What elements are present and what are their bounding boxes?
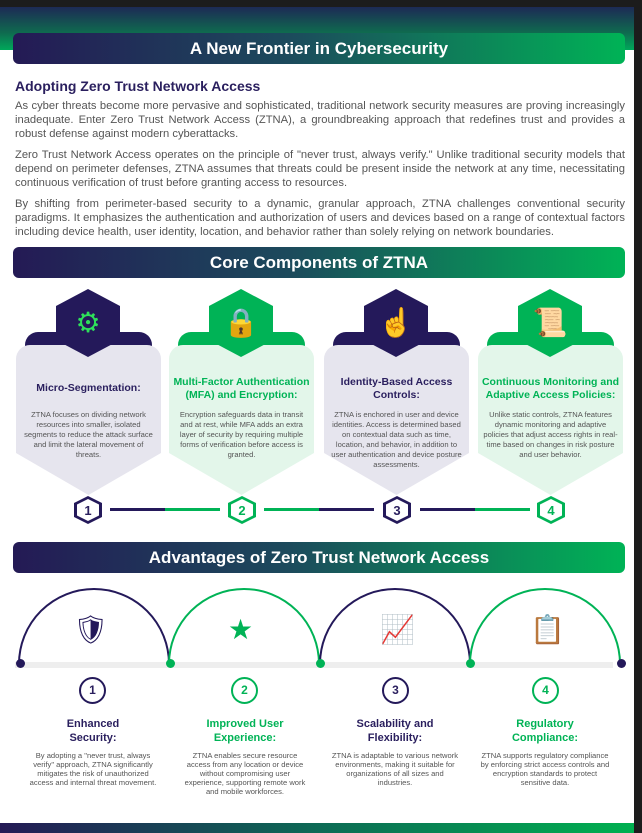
step-number: 3 [383,496,411,524]
step-number: 4 [537,496,565,524]
component-text: Encryption safeguards data in transit an… [179,410,304,459]
advantage-number: 4 [532,677,559,704]
intro-paragraph: Zero Trust Network Access operates on th… [15,149,625,189]
intro-text: As cyber threats become more pervasive a… [15,99,625,246]
user-rating-icon: ★ [228,614,254,645]
connector-line [319,508,374,511]
devices-lock-icon: 🔒 [209,289,273,357]
advantage-text: ZTNA enables secure resource access from… [184,751,306,796]
connector-line [110,508,165,511]
policy-scroll-icon: 📜 [518,289,582,357]
advantage-number: 3 [382,677,409,704]
intro-paragraph: By shifting from perimeter-based securit… [15,198,625,238]
fingerprint-lock-icon: ☝ [364,289,428,357]
intro-paragraph: As cyber threats become more pervasive a… [15,100,625,140]
page-title: A New Frontier in Cybersecurity [13,33,625,64]
advantage-text: ZTNA is adaptable to various network env… [331,751,459,787]
component-title: Identity-Based Access Controls: [340,376,453,401]
connector-line [264,508,319,511]
window-top-bar [0,0,642,7]
arc-dot [166,659,175,668]
component-title: Continuous Monitoring and Adaptive Acces… [481,376,620,401]
component-text: ZTNA is enchored in user and device iden… [331,410,462,469]
advantage-text: By adopting a "never trust, always verif… [29,751,157,787]
intro-heading: Adopting Zero Trust Network Access [15,78,261,94]
arc-dot [16,659,25,668]
advantage-title: Scalability and Flexibility: [356,718,434,744]
advantage-number: 1 [79,677,106,704]
baseline [15,662,613,668]
arc-dot [466,659,475,668]
network-users-icon: ⚙ [56,289,120,357]
components-title: Core Components of ZTNA [13,247,625,278]
advantage-title: Enhanced Security: [66,718,120,744]
growth-chart-icon: 📈 [380,614,415,645]
connector-line [165,508,220,511]
component-text: Unlike static controls, ZTNA features dy… [483,410,618,459]
shield-lock-icon: 🛡 [73,614,109,645]
footer-band [0,823,634,833]
arc-dot [316,659,325,668]
advantage-number: 2 [231,677,258,704]
connector-line [420,508,475,511]
arc-dot [617,659,626,668]
advantage-title: Improved User Experience: [206,718,284,744]
step-number: 2 [228,496,256,524]
connector-line [475,508,530,511]
step-number: 1 [74,496,102,524]
advantages-title: Advantages of Zero Trust Network Access [13,542,625,573]
advantage-text: ZTNA supports regulatory compliance by e… [480,751,610,787]
window-edge [634,0,642,833]
component-text: ZTNA focuses on dividing network resourc… [24,410,153,459]
component-title: Multi-Factor Authentication (MFA) and En… [173,376,310,401]
compliance-checklist-icon: 📋 [530,614,565,645]
advantage-title: Regulatory Compliance: [511,718,578,744]
component-title: Micro-Segmentation: [36,382,141,394]
